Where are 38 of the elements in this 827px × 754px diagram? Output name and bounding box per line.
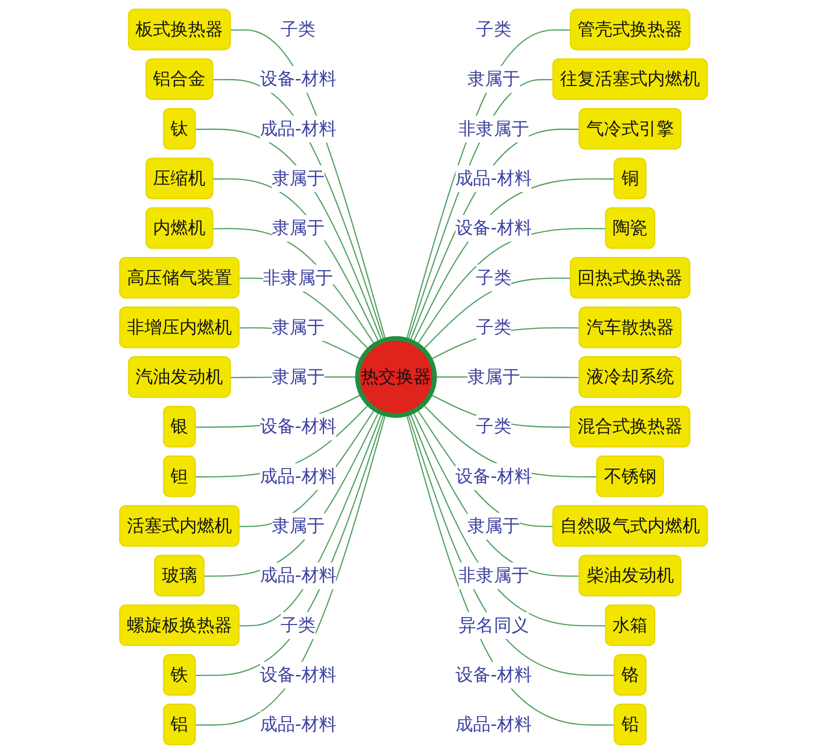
- connector: [416, 228, 606, 346]
- connector: [240, 278, 370, 350]
- edge-label: 子类: [280, 614, 316, 636]
- edge-label: 设备-材料: [456, 217, 532, 238]
- edge-label: 成品-材料: [260, 714, 336, 735]
- edge-label: 成品-材料: [260, 465, 336, 487]
- edge-label: 非隶属于: [458, 118, 529, 139]
- edge-label: 隶属于: [467, 515, 520, 536]
- edge-label: 成品-材料: [260, 118, 336, 139]
- edge-label: 隶属于: [272, 168, 324, 189]
- edge-label: 子类: [476, 266, 512, 288]
- connector: [196, 414, 386, 726]
- connector: [422, 404, 598, 478]
- edge-label: 非隶属于: [458, 564, 529, 586]
- edge-label: 设备-材料: [260, 416, 336, 437]
- edge-label: 非隶属于: [263, 266, 334, 288]
- edge-label: 隶属于: [467, 68, 520, 90]
- edge-label: 隶属于: [467, 366, 520, 388]
- edge-label: 隶属于: [272, 316, 324, 338]
- connector: [196, 404, 370, 478]
- edge-label: 隶属于: [272, 515, 324, 536]
- edge-label: 隶属于: [272, 366, 324, 388]
- edge-label: 设备-材料: [456, 664, 532, 686]
- edge-label: 设备-材料: [456, 465, 532, 487]
- node-circle: 热交换器: [355, 336, 437, 418]
- edge-label: 设备-材料: [260, 68, 336, 90]
- edge-label: 成品-材料: [456, 714, 532, 735]
- edge-label: 子类: [280, 18, 316, 40]
- connector: [410, 412, 606, 626]
- edge-label: 子类: [476, 316, 512, 338]
- edge-label: 成品-材料: [456, 168, 532, 189]
- edge-label: 隶属于: [272, 217, 324, 238]
- edge-label: 成品-材料: [260, 564, 336, 586]
- connector: [422, 278, 572, 350]
- edge-label: 子类: [476, 18, 512, 40]
- edge-label: 设备-材料: [260, 664, 336, 686]
- edge-label: 子类: [476, 416, 512, 437]
- edge-label: 异名同义: [458, 614, 529, 636]
